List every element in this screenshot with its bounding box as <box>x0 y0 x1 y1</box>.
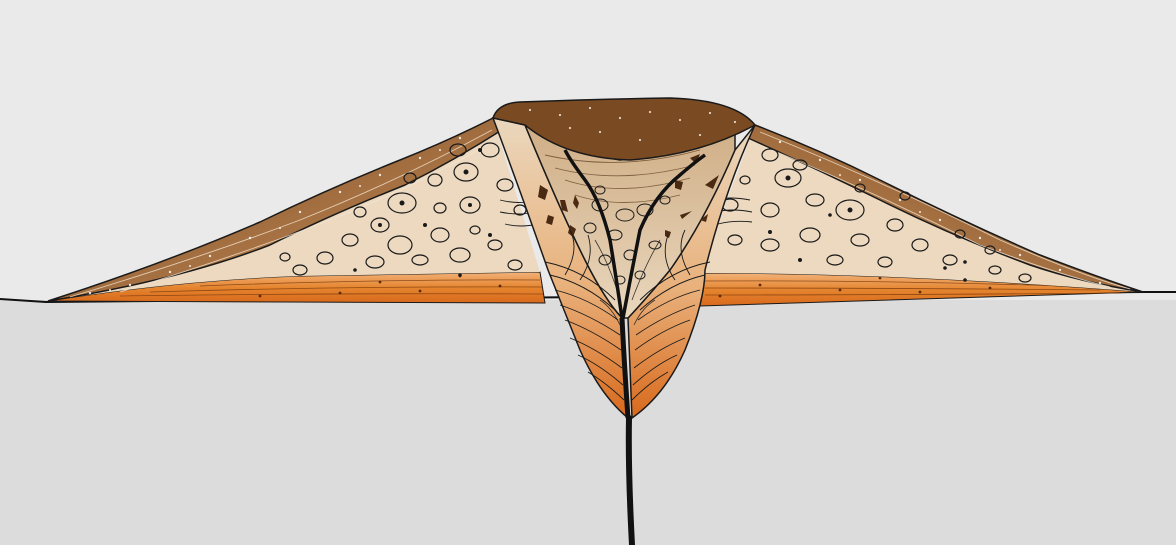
diagram-canvas <box>0 0 1176 545</box>
volcano-cross-section <box>0 0 1176 545</box>
